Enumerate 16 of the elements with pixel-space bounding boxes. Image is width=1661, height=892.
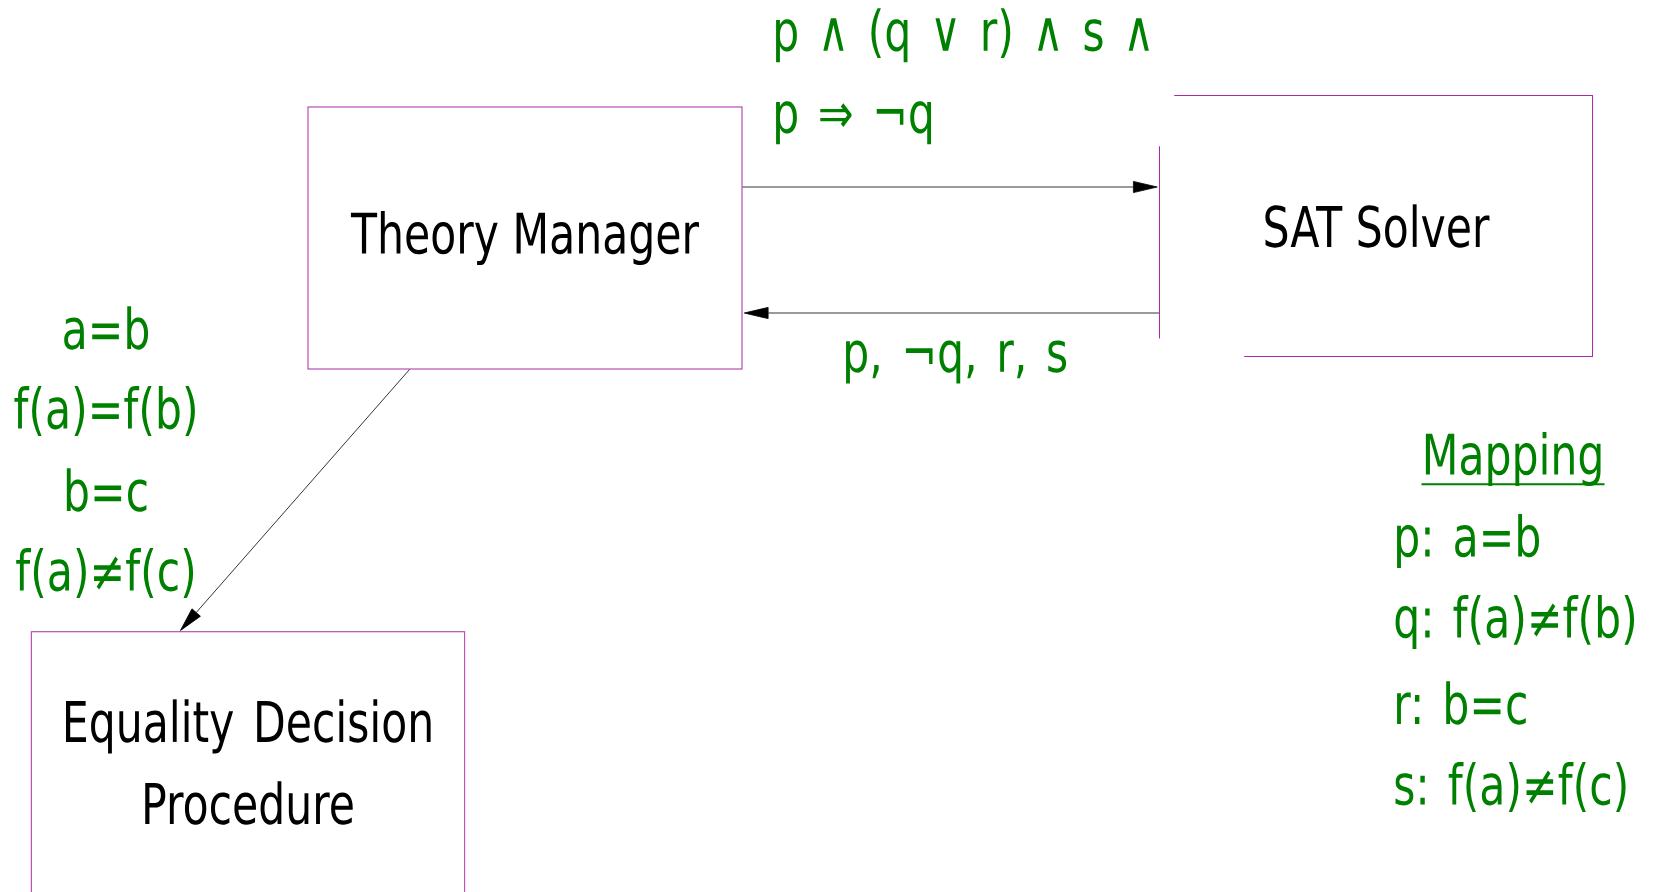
arrow [742, 181, 1158, 193]
formula-text: r: b=c [1397, 681, 1526, 725]
legend-heading: Mapping [1420, 431, 1606, 487]
formula-text: s: f(a)≠f(c) [1395, 762, 1626, 812]
edge-label: p ∧ (q ∨ r) ∧ s ∧ p ⇒ ¬q [770, 6, 1175, 147]
formula-text: p: a=b [1397, 513, 1540, 569]
edge-label: p, ¬q, r, s [840, 338, 1245, 386]
formula-text: b=c [66, 468, 147, 512]
formula-text: q: f(a)≠f(b) [1395, 594, 1635, 650]
formula-text: f(a)≠f(c) [16, 548, 194, 598]
formula-text: f(a)=f(b) [14, 386, 195, 436]
process-box: Theory Manager [307, 106, 743, 370]
process-box: Equality Decision Procedure [30, 631, 466, 892]
arrow [180, 369, 410, 631]
arrow [743, 307, 1160, 319]
formula-text: a=b [64, 306, 149, 350]
